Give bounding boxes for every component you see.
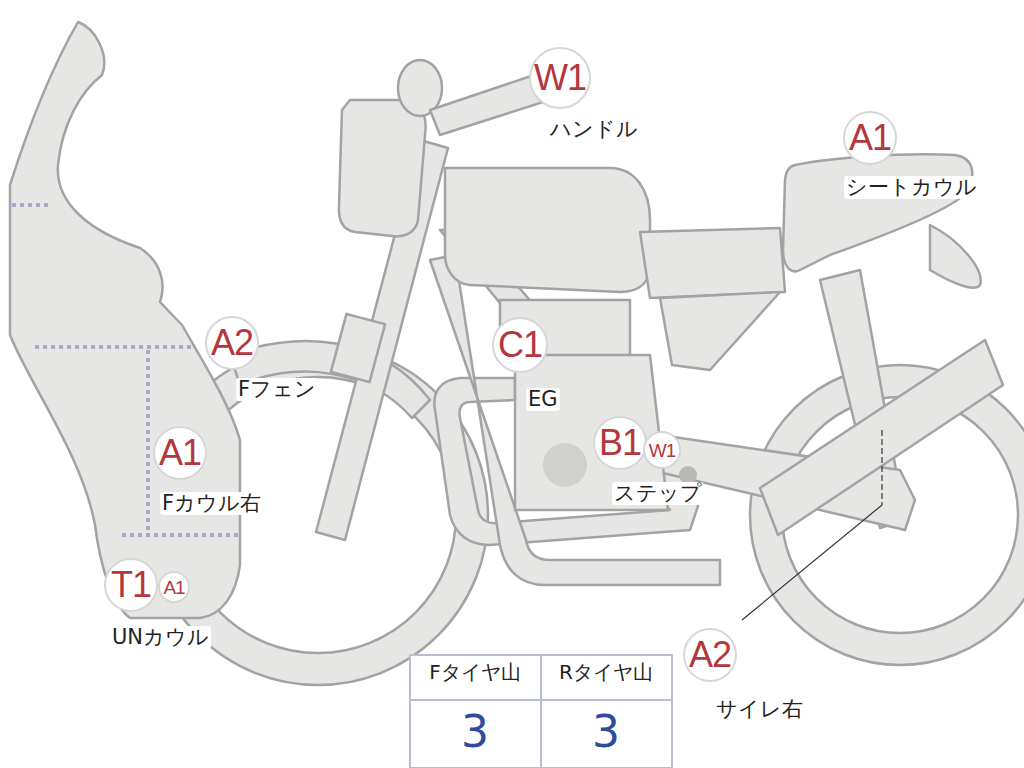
table-frame	[410, 655, 672, 768]
part-name: サイレ右	[714, 698, 805, 721]
callout-code: A1	[849, 120, 891, 156]
fairing-divisions	[12, 205, 238, 535]
callout-circle: W1ハンドル	[529, 47, 591, 109]
callout-code: A1	[163, 578, 184, 597]
engine-cover	[543, 443, 587, 487]
fork-guard	[331, 314, 385, 382]
table-value: 3	[592, 710, 620, 754]
tread-table	[410, 655, 672, 768]
division-line	[35, 345, 195, 349]
fuel-tank	[445, 168, 650, 292]
callout-code: A1	[159, 435, 201, 471]
leader-segment	[742, 505, 882, 620]
callout-code: A2	[689, 637, 731, 673]
tail-lamp	[930, 225, 981, 288]
part-name: Fカウル右	[160, 492, 263, 515]
callout-circle: C1EG	[492, 317, 548, 373]
callout-circle: W1	[643, 431, 681, 469]
division-line	[12, 203, 50, 207]
part-name: UNカウル	[110, 626, 211, 649]
callout-circle: A2Fフェン	[205, 316, 259, 370]
leader-line	[742, 430, 882, 620]
division-line	[122, 533, 238, 537]
table-rule	[540, 655, 542, 768]
front-fairing	[10, 22, 240, 618]
division-line	[146, 350, 150, 533]
callout-code: W1	[534, 60, 586, 96]
callout-code: A2	[211, 325, 253, 361]
callout-circle: A1	[158, 571, 190, 603]
callout-circle: B1ステップ	[593, 416, 647, 470]
callout-code: B1	[599, 425, 641, 461]
headlight	[339, 100, 426, 236]
callout-code: W1	[649, 441, 676, 460]
part-name: Fフェン	[236, 378, 318, 401]
part-name: シートカウル	[844, 176, 979, 199]
table-header: Rタイヤ山	[559, 662, 653, 682]
table-value: 3	[461, 710, 489, 754]
callout-code: C1	[498, 327, 542, 363]
callout-circle: A1シートカウル	[843, 111, 897, 165]
part-name: ハンドル	[548, 118, 640, 141]
front-fender	[230, 341, 430, 418]
seat	[640, 228, 785, 298]
callout-circle: A2サイレ右	[683, 628, 737, 682]
callout-circle: T1UNカウル	[104, 558, 158, 612]
side-cover	[660, 292, 780, 370]
callout-code: T1	[111, 567, 151, 603]
leader-segment	[881, 430, 882, 505]
part-name: EG	[526, 388, 560, 411]
table-header: Fタイヤ山	[429, 662, 521, 682]
part-name: ステップ	[612, 482, 704, 505]
callout-circle: A1Fカウル右	[153, 426, 207, 480]
